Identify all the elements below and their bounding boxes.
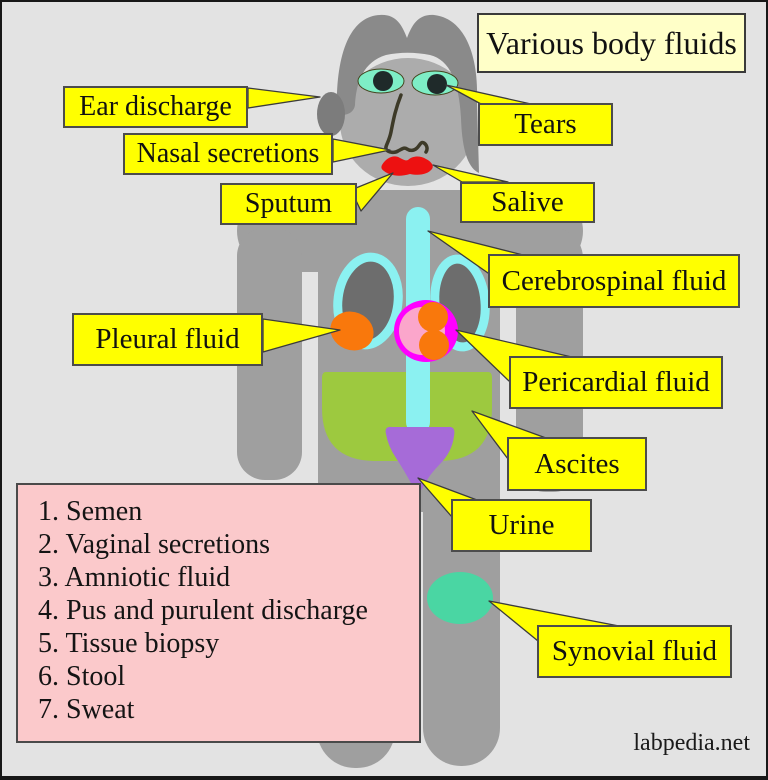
list-item: 5. Tissue biopsy <box>38 628 220 659</box>
left-arm <box>237 228 302 480</box>
title-box: Various body fluids <box>477 13 746 73</box>
nose <box>384 93 429 155</box>
label-urine: Urine <box>451 499 592 552</box>
pericardial-fluid-spot <box>418 302 448 332</box>
list-item: 1. Semen <box>38 496 143 527</box>
label-pericardial-fluid: Pericardial fluid <box>509 356 723 409</box>
label-cerebrospinal-fluid: Cerebrospinal fluid <box>488 254 740 308</box>
ear <box>317 92 345 136</box>
hair <box>336 14 479 174</box>
label-tears: Tears <box>478 103 613 146</box>
pericardial-fluid-spot <box>419 330 449 360</box>
label-synovial-fluid: Synovial fluid <box>537 625 732 678</box>
list-item: 3. Amniotic fluid <box>38 562 231 593</box>
list-item: 6. Stool <box>38 661 126 692</box>
label-ascites: Ascites <box>507 437 647 491</box>
connector-pleural-fluid <box>262 318 341 353</box>
list-item: 7. Sweat <box>38 694 135 725</box>
watermark: labpedia.net <box>633 730 750 756</box>
bladder-urine-region <box>385 426 455 496</box>
list-item: 4. Pus and purulent discharge <box>38 595 368 626</box>
lips <box>381 156 433 176</box>
label-pleural-fluid: Pleural fluid <box>72 313 263 366</box>
pleural-fluid-spot <box>330 311 374 351</box>
knee-synovial-region <box>427 572 493 624</box>
list-item: 2. Vaginal secretions <box>38 529 270 560</box>
left-pupil <box>373 71 393 91</box>
right-pupil <box>427 74 447 94</box>
label-nasal-secretions: Nasal secretions <box>123 133 333 175</box>
label-sputum: Sputum <box>220 183 357 225</box>
label-salive: Salive <box>460 182 595 223</box>
label-ear-discharge: Ear discharge <box>63 86 248 128</box>
connector-nasal-secretions <box>332 138 391 163</box>
connector-ear-discharge <box>247 87 321 109</box>
other-fluids-panel: 1. Semen 2. Vaginal secretions 3. Amniot… <box>16 483 421 743</box>
